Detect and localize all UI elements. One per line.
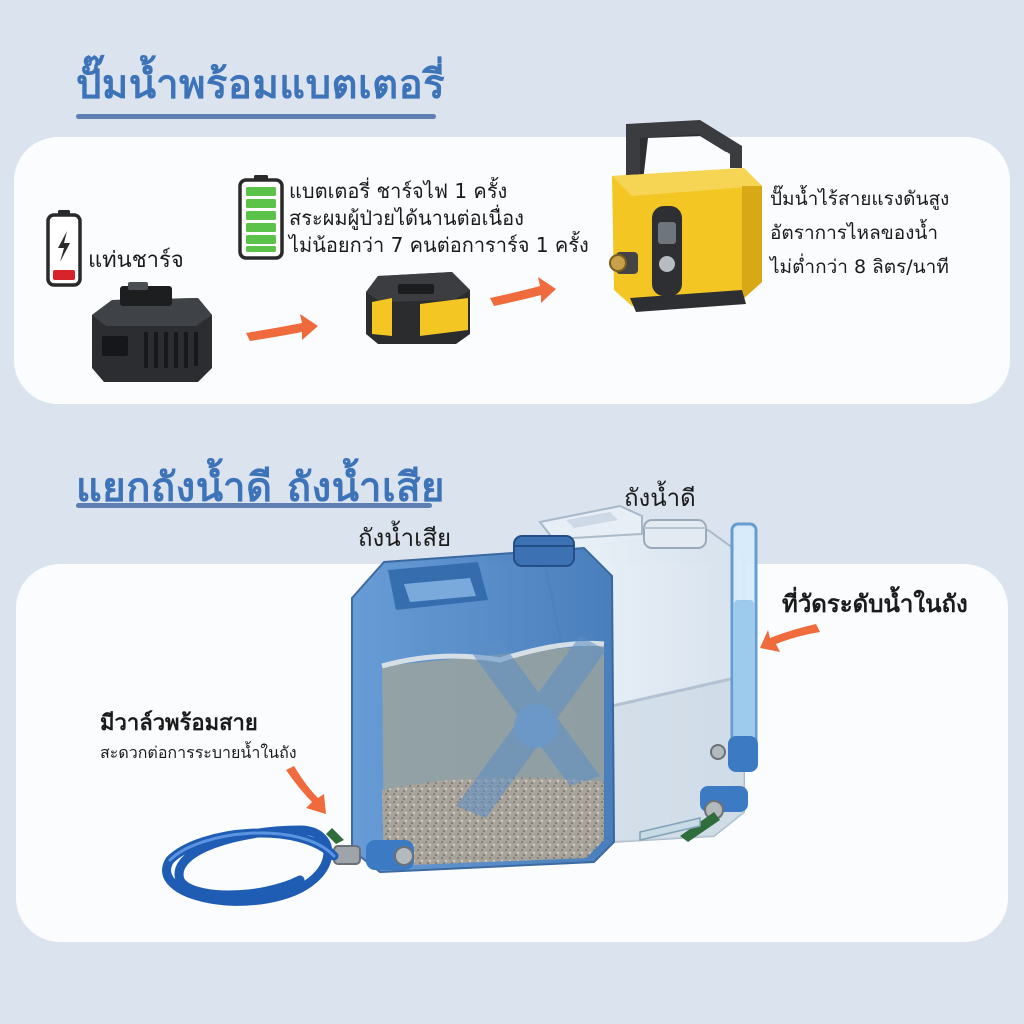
battery-line-3: ไม่น้อยกว่า 7 คนต่อการาร์จ 1 ครั้ง — [289, 233, 589, 257]
battery-description: แบตเตอรี่ ชาร์จไฟ 1 ครั้ง สระผมผู้ป่วยได… — [289, 178, 589, 259]
battery-low-icon — [46, 210, 82, 287]
pump-device-image — [609, 120, 762, 312]
battery-full-icon — [238, 175, 284, 260]
battery-pack-image — [366, 272, 470, 344]
pump-description: ปั๊มน้ำไร้สายแรงดันสูง อัตราการไหลของน้ำ… — [770, 182, 949, 284]
arrow-right-icon — [760, 624, 820, 652]
level-gauge-label: ที่วัดระดับน้ำในถัง — [782, 590, 968, 618]
battery-line-1: แบตเตอรี่ ชาร์จไฟ 1 ครั้ง — [289, 179, 508, 203]
title-underline — [76, 503, 432, 508]
waste-tank-label: ถังน้ำเสีย — [358, 524, 452, 552]
section-title-pump: ปั๊มน้ำพร้อมแบตเตอรี่ — [76, 62, 446, 108]
arrow-right-icon — [246, 314, 318, 341]
arrow-right-icon — [286, 766, 326, 814]
waste-tank-image — [326, 535, 616, 874]
pump-line-1: ปั๊มน้ำไร้สายแรงดันสูง — [770, 188, 950, 210]
pump-line-3: ไม่ต่ำกว่า 8 ลิตร/นาที — [770, 256, 949, 278]
charger-dock-image — [92, 282, 212, 382]
lightning-icon — [58, 231, 70, 262]
clean-tank-label: ถังน้ำดี — [624, 484, 696, 512]
charger-label: แท่นชาร์จ — [88, 248, 184, 273]
arrow-right-icon — [490, 277, 556, 306]
title-underline — [76, 114, 436, 119]
valve-subtitle: สะดวกต่อการระบายน้ำในถัง — [100, 743, 297, 762]
battery-line-2: สระผมผู้ป่วยได้นานต่อเนื่อง — [289, 206, 524, 230]
valve-title: มีวาล์วพร้อมสาย — [100, 711, 258, 736]
pump-line-2: อัตราการไหลของน้ำ — [770, 222, 939, 244]
